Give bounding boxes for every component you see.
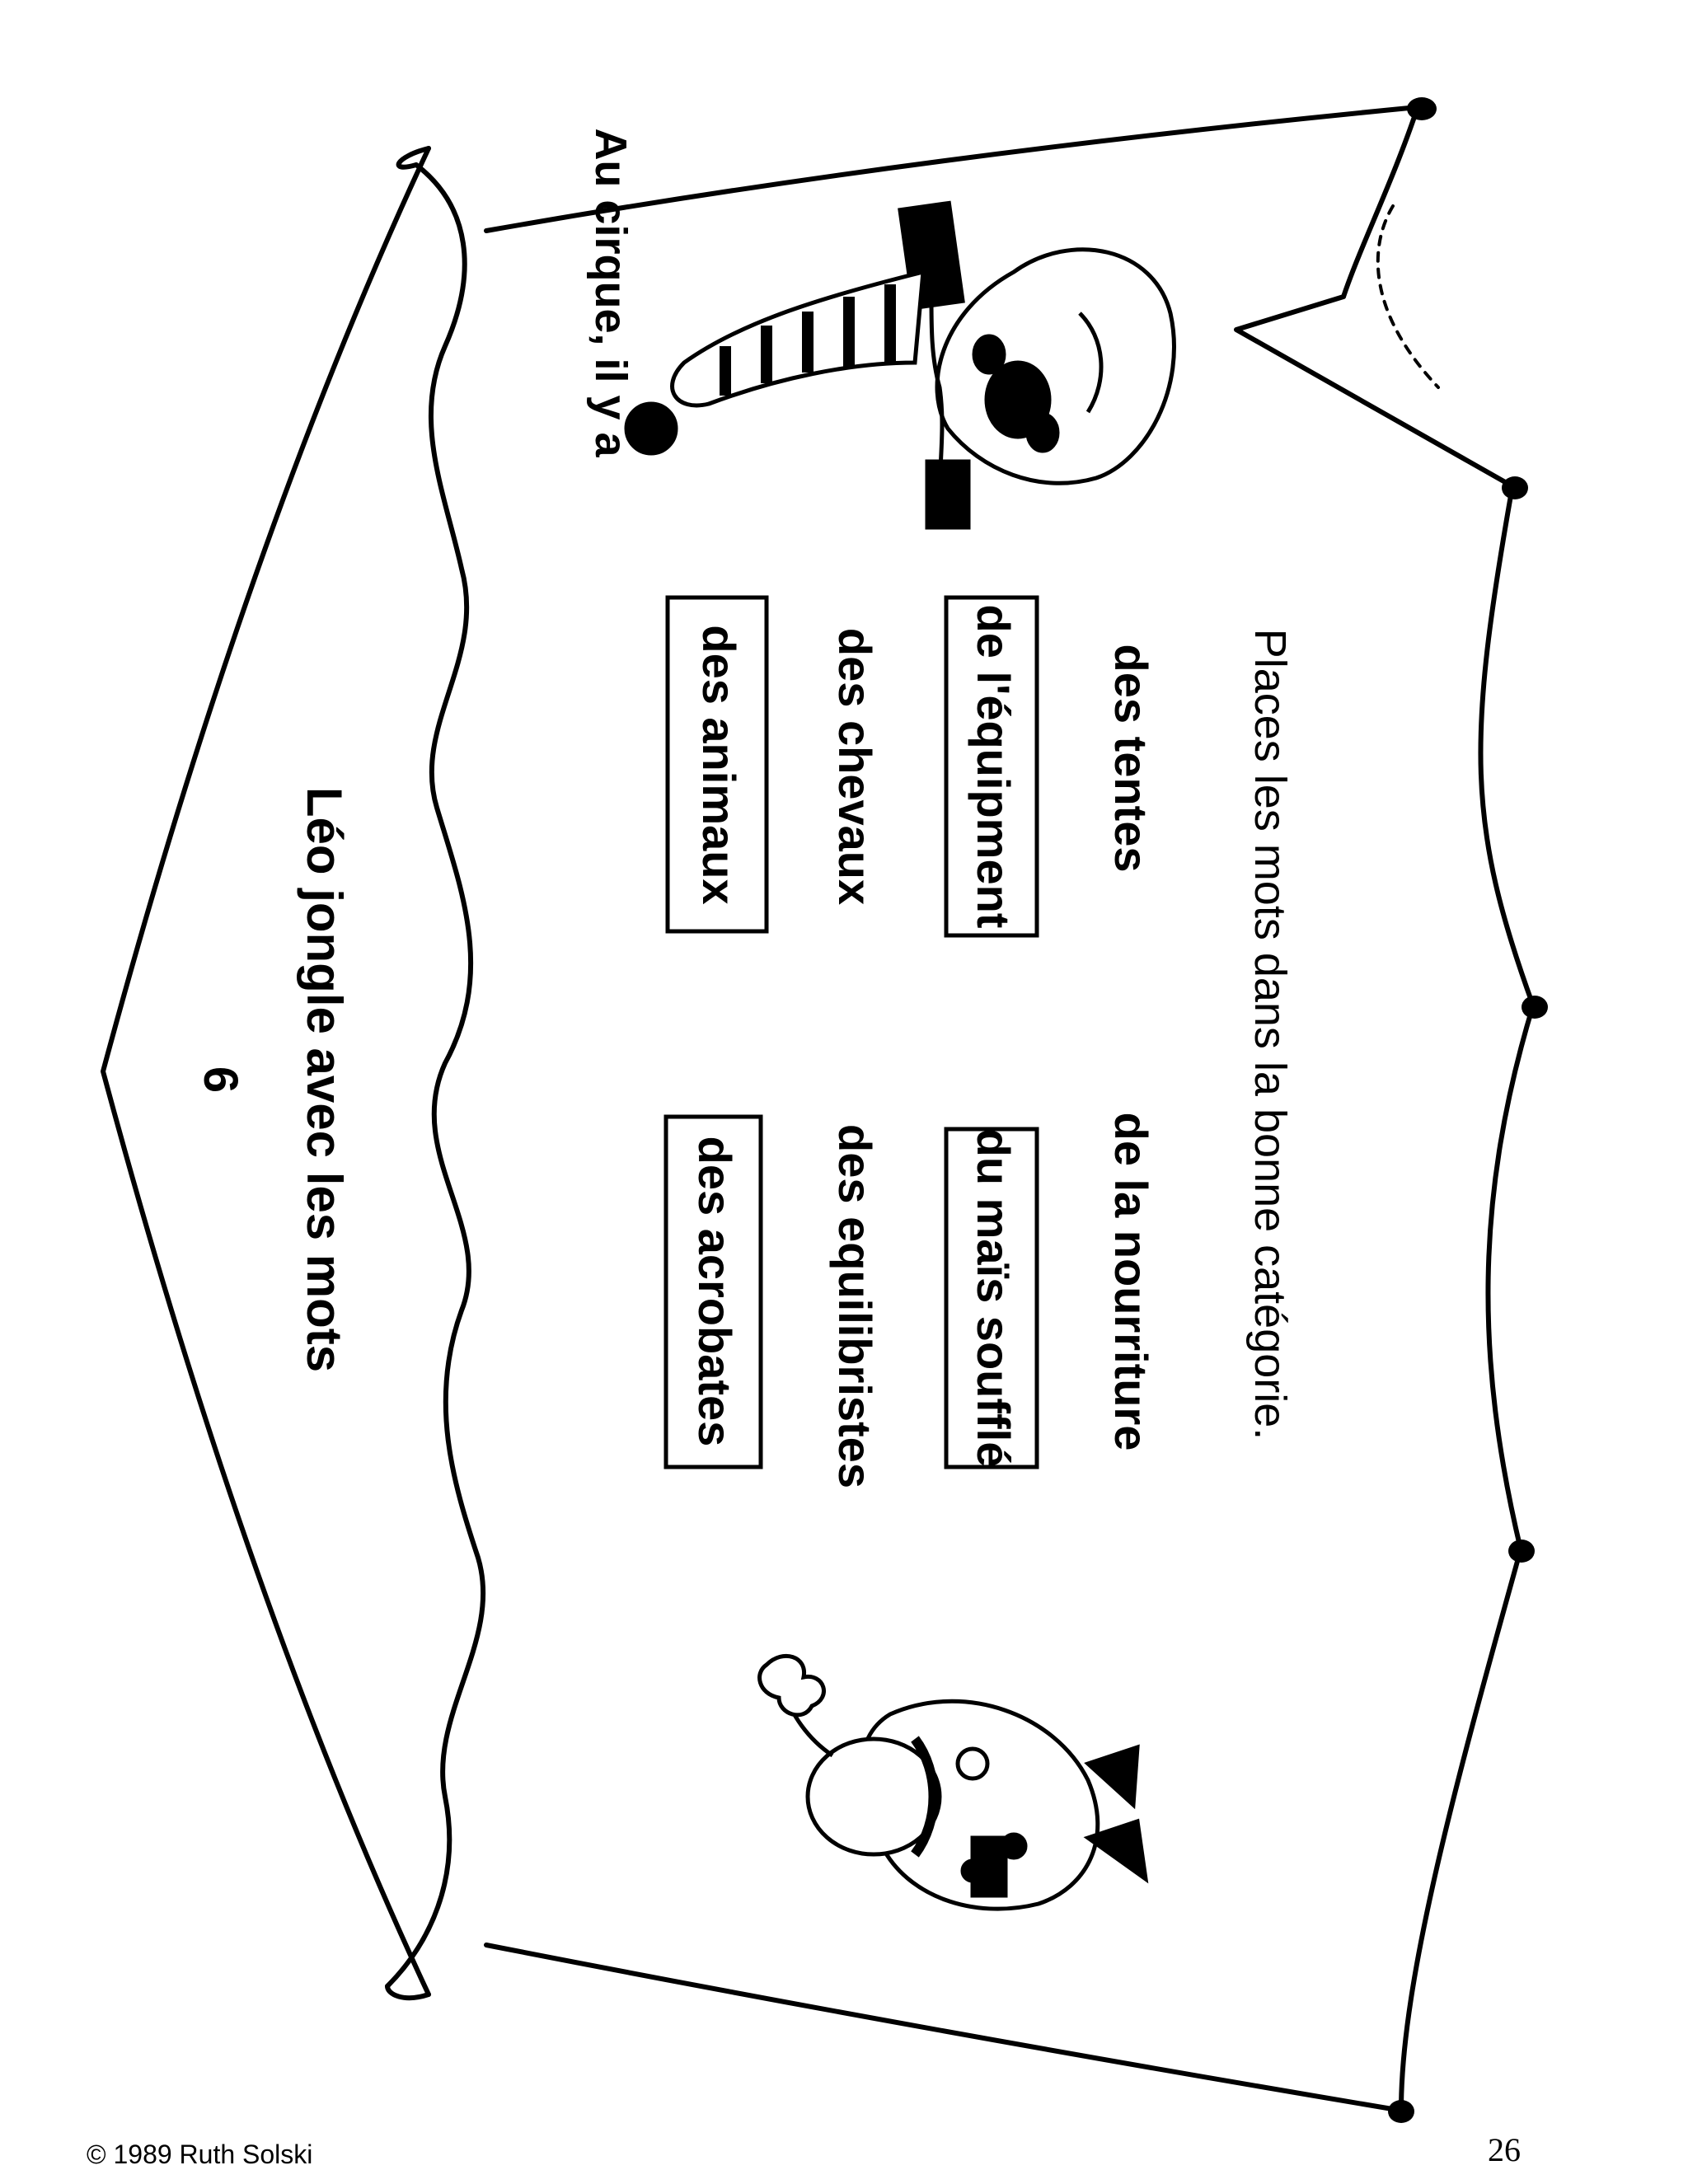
tent-knots bbox=[1388, 97, 1548, 2123]
intro-text: Au cirque, il y a bbox=[586, 128, 635, 457]
rotated-content: 6 Léo jongle avec les mots Au cirque, il… bbox=[194, 128, 1295, 1488]
instruction-text: Places les mots dans la bonne catégorie. bbox=[1245, 629, 1295, 1441]
category-box-mais-souffle bbox=[944, 1127, 1039, 1469]
word-chevaux: des chevaux bbox=[829, 628, 881, 905]
word-equilibristes: des equilibristes bbox=[829, 1124, 881, 1488]
word-nourriture: de la nourriture bbox=[1105, 1113, 1157, 1451]
page-title: Léo jongle avec les mots bbox=[297, 787, 352, 1372]
word-equipment: de l'équipment bbox=[968, 605, 1020, 929]
category-box-acrobates bbox=[663, 1114, 763, 1469]
category-box-equipment bbox=[944, 595, 1039, 938]
clown-with-bowler-hat-icon bbox=[757, 1653, 1149, 1911]
word-tentes: des tentes bbox=[1105, 644, 1157, 873]
copyright-notice: © 1989 Ruth Solski bbox=[87, 2139, 313, 2169]
circus-tent bbox=[101, 105, 1536, 2112]
category-box-animaux bbox=[665, 595, 769, 934]
word-animaux: des animaux bbox=[693, 625, 745, 904]
activity-number: 6 bbox=[194, 1066, 247, 1093]
clown-with-striped-hat-icon bbox=[624, 200, 1176, 530]
page-number: 26 bbox=[1488, 2131, 1521, 2168]
word-mais-souffle: du maïs soufflé bbox=[968, 1129, 1020, 1468]
word-acrobates: des acrobates bbox=[689, 1137, 741, 1447]
